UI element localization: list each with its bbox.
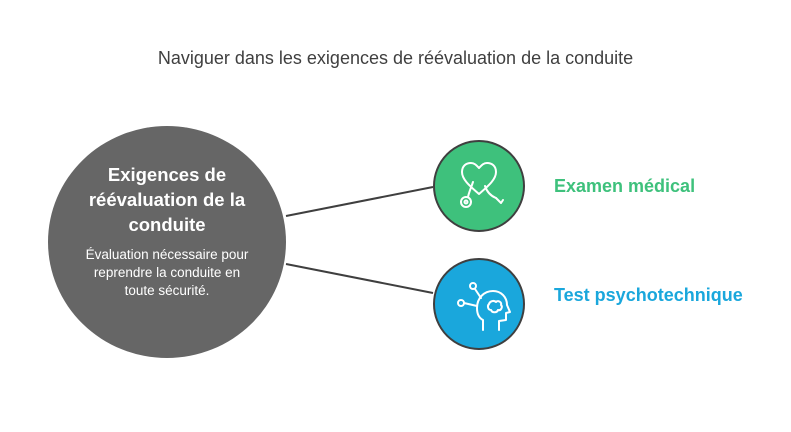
medical-exam-label: Examen médical	[554, 176, 696, 196]
connector-psycho	[285, 263, 434, 294]
medical-exam-node	[433, 140, 525, 232]
page-title: Naviguer dans les exigences de réévaluat…	[157, 48, 634, 68]
connector-medical	[285, 186, 434, 217]
head-brain-icon	[457, 282, 511, 331]
heart-stethoscope-icon	[460, 162, 504, 208]
central-node-description: Évaluation nécessaire pour reprendre la …	[85, 247, 249, 298]
central-node-title: Exigences de réévaluation de la conduite	[88, 164, 246, 235]
psycho-test-label: Test psychotechnique	[554, 285, 743, 305]
psycho-test-node	[433, 258, 525, 350]
central-node: Exigences de réévaluation de la conduite…	[48, 126, 286, 358]
